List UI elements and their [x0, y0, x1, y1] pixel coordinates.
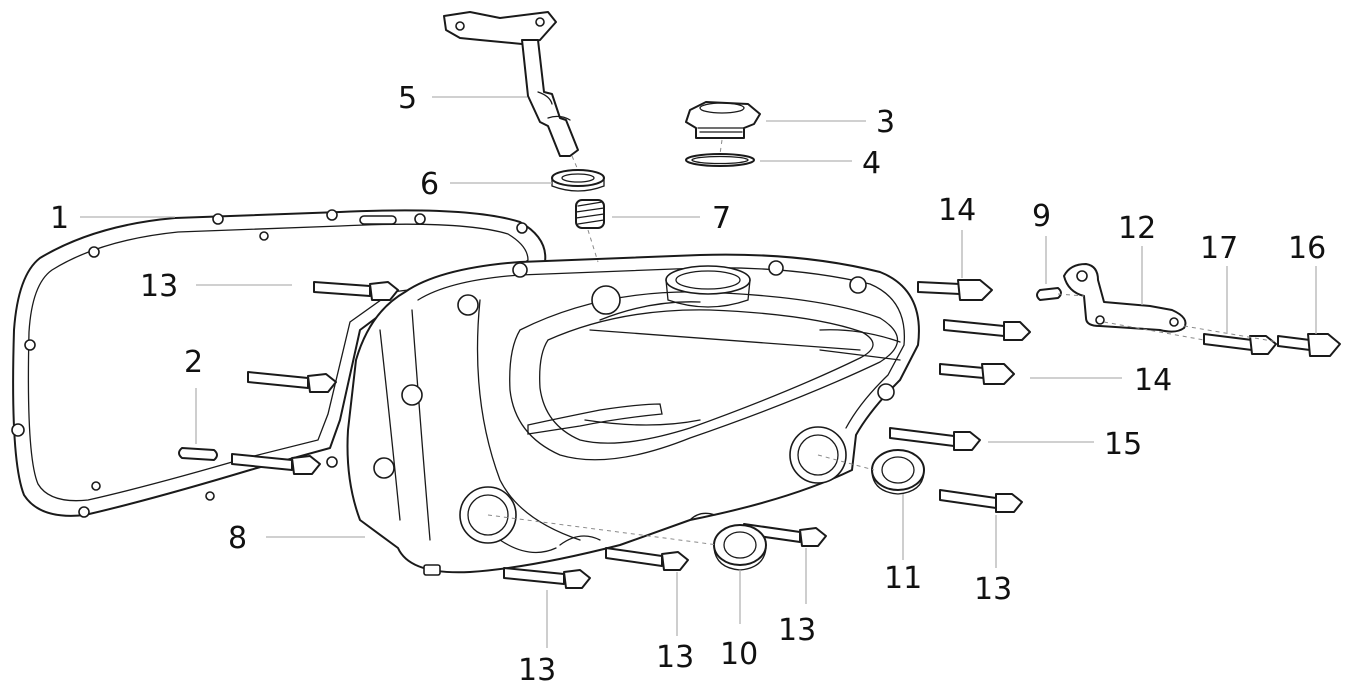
- callout-17: 17: [1200, 231, 1238, 266]
- callout-6: 6: [420, 167, 439, 202]
- oil-seal-part-11: [871, 449, 925, 495]
- bolt: [313, 281, 399, 301]
- callout-5: 5: [398, 81, 417, 116]
- bolt: [247, 371, 337, 393]
- callout-13-bottom-2: 13: [656, 640, 694, 675]
- shaft-part-5: [443, 11, 579, 157]
- callout-9: 9: [1032, 199, 1051, 234]
- callout-13-bottom-3: 13: [778, 613, 816, 648]
- seal-part-6: [551, 169, 605, 192]
- callout-13-right: 13: [974, 572, 1012, 607]
- callout-14-top: 14: [938, 193, 976, 228]
- callout-13-left: 13: [140, 269, 178, 304]
- oil-seal-part-10: [713, 524, 767, 571]
- bolt: [503, 567, 591, 589]
- gasket-bolt-holes: [11, 209, 528, 518]
- bolt: [231, 453, 321, 475]
- alignment-lines: [487, 139, 1279, 546]
- bolt-part-17: [1203, 333, 1277, 355]
- callout-7: 7: [712, 201, 731, 236]
- o-ring-part-4: [685, 153, 755, 167]
- bolts: [178, 279, 1341, 589]
- callout-labels: 1 2 3 4 5 6 7 8 9 10 11 12 13 13 13 13 1…: [50, 81, 1326, 688]
- clutch-cover-part-8: [346, 253, 920, 576]
- callout-14-right: 14: [1134, 363, 1172, 398]
- filler-cap-part-3: [685, 101, 761, 139]
- callout-1: 1: [50, 201, 69, 236]
- bolt-part-16: [1277, 333, 1341, 357]
- callout-11: 11: [884, 561, 922, 596]
- callout-15: 15: [1104, 427, 1142, 462]
- pin-part-9: [1036, 287, 1062, 301]
- callout-10: 10: [720, 637, 758, 672]
- bolt: [743, 523, 827, 547]
- callout-16: 16: [1288, 231, 1326, 266]
- bolt: [943, 319, 1031, 341]
- callout-13-bottom-1: 13: [518, 653, 556, 688]
- callout-2: 2: [184, 345, 203, 380]
- callout-4: 4: [862, 146, 881, 181]
- bolt: [889, 427, 981, 451]
- leader-lines: [80, 96, 1317, 648]
- callout-8: 8: [228, 521, 247, 556]
- lever-part-12: [1063, 263, 1187, 333]
- bolt: [939, 489, 1023, 513]
- bolt: [917, 279, 993, 301]
- bolt: [605, 547, 689, 571]
- dowel-pin-part-2: [178, 447, 218, 461]
- spring-part-7: [575, 199, 605, 263]
- callout-12: 12: [1118, 211, 1156, 246]
- bolt: [939, 363, 1015, 385]
- callout-3: 3: [876, 105, 895, 140]
